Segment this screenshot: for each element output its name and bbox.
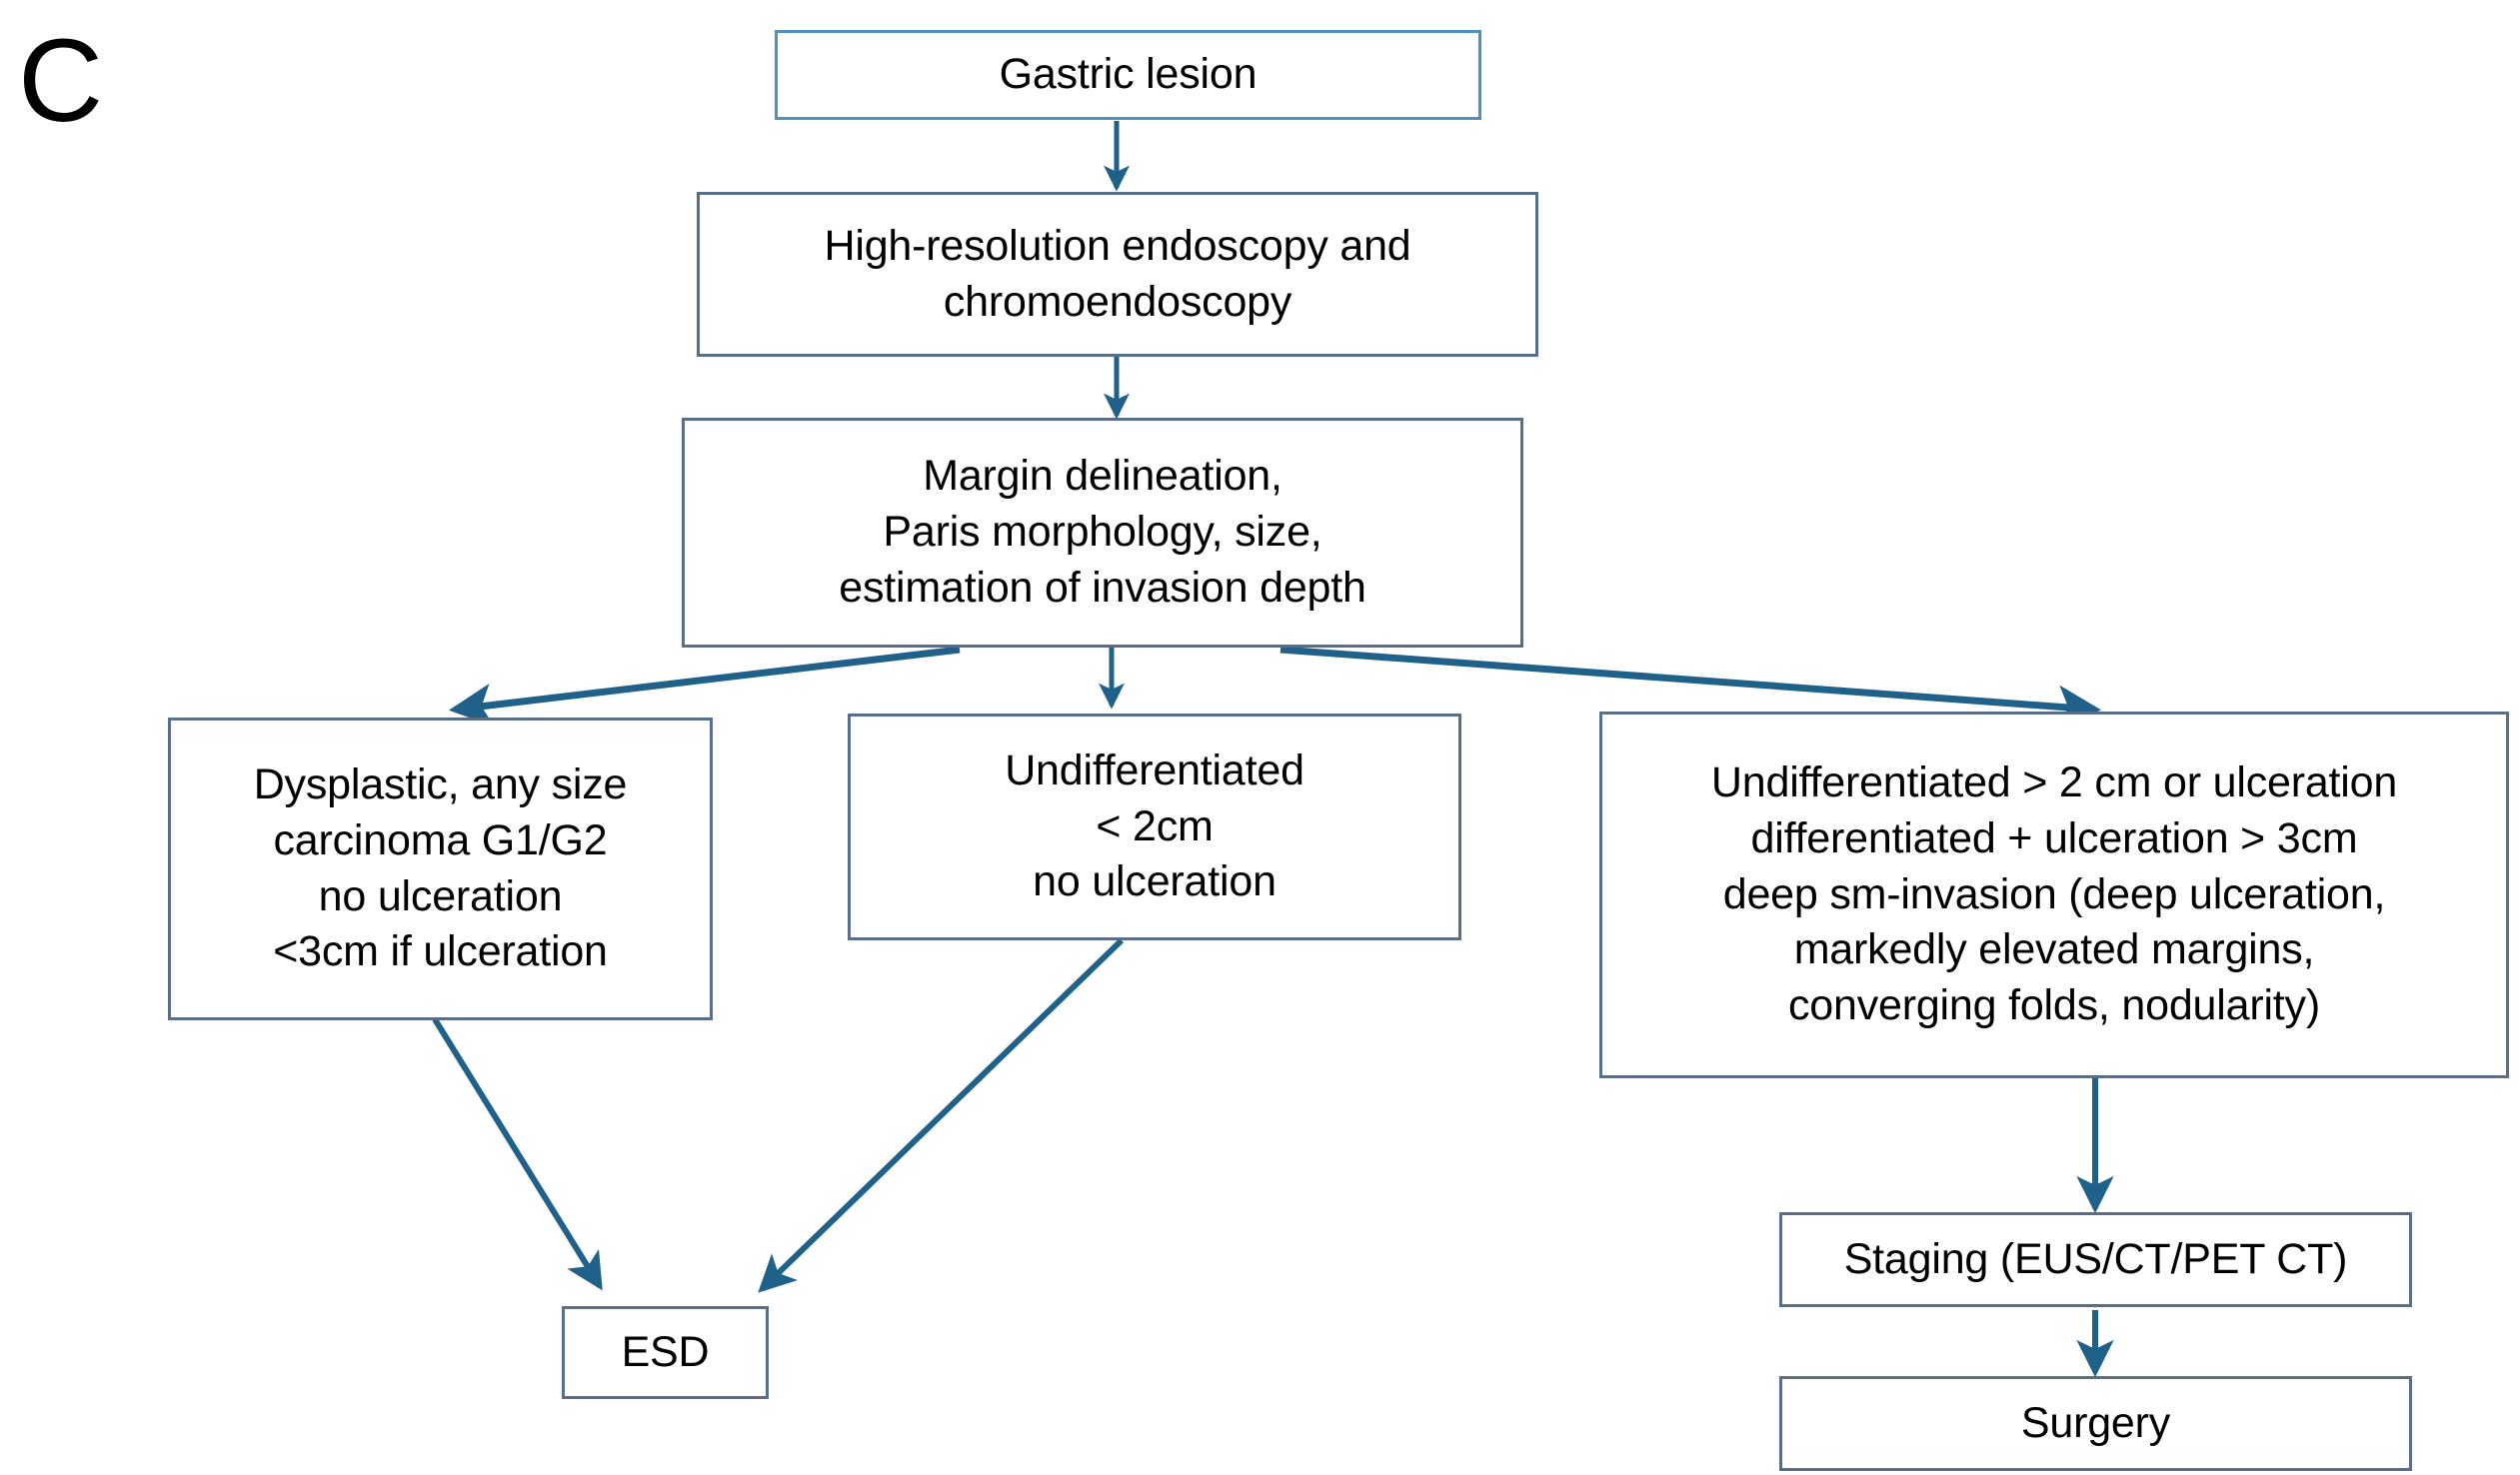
- node-surgery[interactable]: Surgery: [1779, 1376, 2412, 1471]
- node-gastric-lesion[interactable]: Gastric lesion: [775, 30, 1481, 120]
- edge-margin-to-advanced: [1279, 646, 2102, 729]
- node-margin-delineation[interactable]: Margin delineation, Paris morphology, si…: [682, 418, 1523, 648]
- node-esd[interactable]: ESD: [562, 1306, 769, 1399]
- node-high-resolution-endoscopy[interactable]: High-resolution endoscopy and chromoendo…: [697, 192, 1538, 357]
- edge-undiff-to-esd: [758, 937, 1125, 1293]
- panel-label-c: C: [18, 15, 104, 147]
- edge-dysplastic-to-esd: [432, 1017, 603, 1291]
- node-staging[interactable]: Staging (EUS/CT/PET CT): [1779, 1212, 2412, 1307]
- node-branch-advanced[interactable]: Undifferentiated > 2 cm or ulceration di…: [1599, 712, 2509, 1078]
- node-branch-undifferentiated-small[interactable]: Undifferentiated < 2cm no ulceration: [848, 714, 1461, 940]
- node-branch-dysplastic[interactable]: Dysplastic, any size carcinoma G1/G2 no …: [168, 718, 713, 1020]
- edge-margin-to-dysplastic: [448, 646, 961, 728]
